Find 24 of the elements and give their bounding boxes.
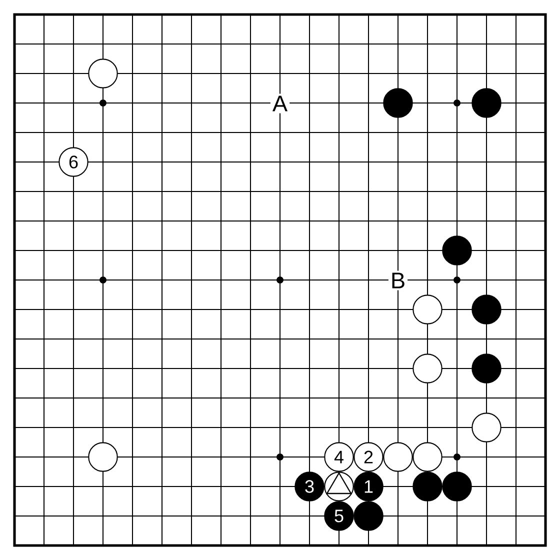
go-stone: 5 xyxy=(324,501,354,531)
go-stone: 2 xyxy=(354,442,384,472)
go-stone: 4 xyxy=(324,442,354,472)
go-stone xyxy=(442,236,472,266)
go-stone: 3 xyxy=(294,472,324,502)
go-stone xyxy=(442,472,472,502)
go-stone xyxy=(354,501,384,531)
go-stone: 6 xyxy=(58,147,88,177)
go-stone xyxy=(324,472,354,502)
go-stone xyxy=(412,472,442,502)
board-letter: B xyxy=(388,270,408,290)
go-stone xyxy=(472,412,502,442)
go-stone xyxy=(383,88,413,118)
go-stone xyxy=(88,442,118,472)
go-stone: 1 xyxy=(354,472,384,502)
go-stone xyxy=(383,442,413,472)
go-stone xyxy=(412,294,442,324)
go-stone xyxy=(472,354,502,384)
go-stone xyxy=(412,354,442,384)
go-stone xyxy=(88,58,118,88)
go-stone xyxy=(472,294,502,324)
go-stone xyxy=(472,88,502,118)
board-letter: A xyxy=(270,94,290,114)
go-stone xyxy=(412,442,442,472)
